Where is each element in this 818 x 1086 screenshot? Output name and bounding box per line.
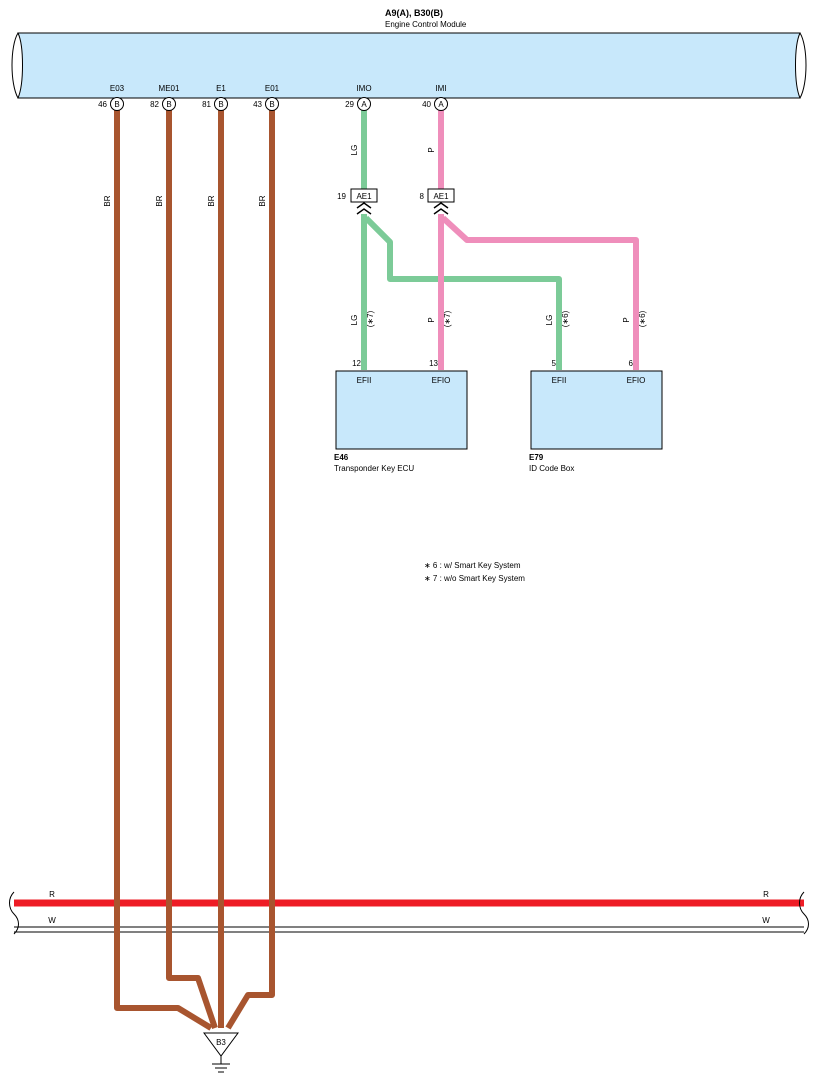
e46-name: Transponder Key ECU bbox=[334, 464, 414, 473]
junction-right-label: AE1 bbox=[433, 192, 449, 201]
pin-connector-e03: B bbox=[114, 100, 119, 109]
pin-terminal-e01 bbox=[265, 97, 279, 111]
bus-w-label-right: W bbox=[762, 916, 770, 925]
pin-number-me01: 82 bbox=[150, 100, 159, 109]
wire-e03 bbox=[114, 108, 213, 1031]
e46-pin-right-number: 13 bbox=[429, 359, 438, 368]
bus-r-label-right: R bbox=[763, 890, 769, 899]
pin-connector-e1: B bbox=[218, 100, 223, 109]
wire-code-e79-p: P bbox=[622, 317, 631, 322]
junction-left-label: AE1 bbox=[356, 192, 372, 201]
ground-b3: B3 bbox=[203, 1032, 239, 1073]
pin-label-e01: E01 bbox=[265, 84, 280, 93]
wire-code-e46-p: P bbox=[427, 317, 436, 322]
ecm-module bbox=[17, 32, 801, 99]
pin-label-imi: IMI bbox=[435, 84, 446, 93]
wire-code-imo: LG bbox=[350, 145, 359, 156]
pin-number-e03: 46 bbox=[98, 100, 107, 109]
ecm-connector-ids: A9(A), B30(B) bbox=[385, 8, 443, 18]
junction-left-number: 19 bbox=[337, 192, 346, 201]
pin-label-imo: IMO bbox=[356, 84, 371, 93]
junction-ae1-right: 8 AE1 bbox=[420, 188, 455, 215]
wire-code-e03: BR bbox=[103, 195, 112, 206]
e79-module bbox=[530, 370, 663, 450]
junction-ae1-left: 19 AE1 bbox=[337, 188, 378, 215]
junction-right-chevron-icon bbox=[433, 202, 449, 215]
e46-code: E46 bbox=[334, 453, 349, 462]
wire-code-e01: BR bbox=[258, 195, 267, 206]
junction-left-chevron-icon bbox=[356, 202, 372, 215]
e79-code: E79 bbox=[529, 453, 544, 462]
variant-note-e79-p: (∗6) bbox=[638, 310, 647, 327]
wire-e01 bbox=[225, 108, 275, 1030]
e79-pin-right-label: EFIO bbox=[627, 376, 646, 385]
wire-code-me01: BR bbox=[155, 195, 164, 206]
wire-code-imi: P bbox=[427, 147, 436, 152]
pin-terminal-imo bbox=[357, 97, 371, 111]
pin-number-imo: 29 bbox=[345, 100, 354, 109]
pin-number-imi: 40 bbox=[422, 100, 431, 109]
e79-pin-left-number: 5 bbox=[552, 359, 557, 368]
bus-left-break bbox=[9, 891, 19, 935]
wire-me01 bbox=[166, 108, 218, 1029]
pin-connector-imo: A bbox=[361, 100, 367, 109]
pin-label-e03: E03 bbox=[110, 84, 125, 93]
pin-terminal-e03 bbox=[110, 97, 124, 111]
junction-right-box bbox=[427, 188, 455, 203]
junction-right-number: 8 bbox=[420, 192, 425, 201]
junction-left-box bbox=[350, 188, 378, 203]
pin-terminal-imi bbox=[434, 97, 448, 111]
e46-module bbox=[335, 370, 468, 450]
ground-triangle-icon bbox=[203, 1032, 239, 1057]
wire-code-e79-lg: LG bbox=[545, 315, 554, 326]
pin-connector-me01: B bbox=[166, 100, 171, 109]
ecm-left-break bbox=[11, 32, 19, 99]
pin-label-me01: ME01 bbox=[159, 84, 180, 93]
legend-note-6: ∗ 6 : w/ Smart Key System bbox=[424, 561, 521, 570]
e46-pin-left-number: 12 bbox=[352, 359, 361, 368]
wire-code-e1: BR bbox=[207, 195, 216, 206]
bus-w-label-left: W bbox=[48, 916, 56, 925]
pin-terminal-me01 bbox=[162, 97, 176, 111]
bus-right-break bbox=[799, 891, 809, 935]
pin-connector-imi: A bbox=[438, 100, 444, 109]
e46-pin-right-label: EFIO bbox=[432, 376, 451, 385]
variant-note-e79-lg: (∗6) bbox=[561, 310, 570, 327]
bus-r-label-left: R bbox=[49, 890, 55, 899]
legend-note-7: ∗ 7 : w/o Smart Key System bbox=[424, 574, 525, 583]
ecm-name: Engine Control Module bbox=[385, 20, 467, 29]
pin-number-e1: 81 bbox=[202, 100, 211, 109]
ground-label: B3 bbox=[216, 1038, 226, 1047]
pin-terminal-e1 bbox=[214, 97, 228, 111]
e79-pin-right-number: 6 bbox=[629, 359, 634, 368]
pin-label-e1: E1 bbox=[216, 84, 226, 93]
wire-p-e79 bbox=[440, 215, 639, 370]
e79-name: ID Code Box bbox=[529, 464, 574, 473]
e79-pin-left-label: EFII bbox=[552, 376, 567, 385]
pin-connector-e01: B bbox=[269, 100, 274, 109]
pin-number-e01: 43 bbox=[253, 100, 262, 109]
wire-lg-e79 bbox=[363, 215, 562, 370]
ecm-right-break bbox=[799, 32, 807, 99]
variant-note-e46-p: (∗7) bbox=[443, 310, 452, 327]
variant-note-e46-lg: (∗7) bbox=[366, 310, 375, 327]
e46-pin-left-label: EFII bbox=[357, 376, 372, 385]
wire-code-e46-lg: LG bbox=[350, 315, 359, 326]
